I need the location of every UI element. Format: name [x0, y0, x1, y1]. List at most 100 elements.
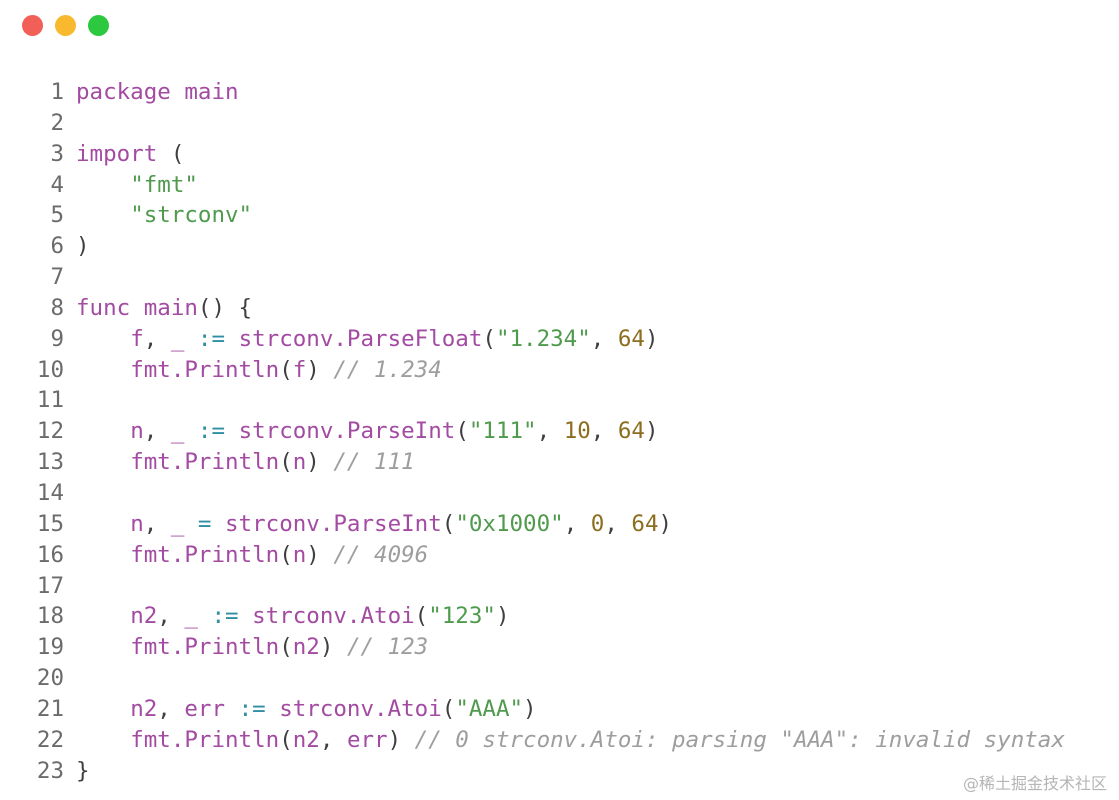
code-token-string: "fmt": [130, 171, 198, 198]
code-line: 5 "strconv": [0, 200, 1119, 231]
code-token-punctuation: (: [157, 140, 185, 167]
code-token-identifier: f: [292, 356, 307, 383]
zoom-button[interactable]: [88, 15, 109, 36]
code-line: 4 "fmt": [0, 170, 1119, 201]
line-number: 14: [36, 479, 64, 506]
code-token-punctuation: [76, 172, 130, 198]
code-line: 19 fmt.Println(n2) // 123: [0, 632, 1119, 663]
code-line-content: "strconv": [64, 200, 252, 231]
line-number: 11: [36, 387, 64, 414]
line-number: 22: [36, 726, 64, 753]
code-token-identifier: fmt.Println: [130, 634, 280, 661]
code-token-punctuation: [171, 79, 185, 105]
code-token-comment: // 1.234: [333, 356, 442, 383]
code-token-identifier: _: [184, 603, 198, 630]
code-line: 17: [0, 571, 1119, 602]
code-token-identifier: n2: [130, 695, 158, 722]
code-token-identifier: fmt.Println: [130, 356, 280, 383]
code-token-punctuation: (: [441, 510, 456, 537]
code-token-identifier: main: [184, 79, 239, 105]
code-token-operator: :=: [238, 695, 266, 722]
code-token-identifier: n2: [130, 603, 158, 630]
code-token-punctuation: (: [279, 541, 293, 568]
close-button[interactable]: [22, 15, 43, 36]
code-token-comment: // 123: [346, 634, 429, 661]
code-token-punctuation: ,: [563, 510, 591, 537]
code-line-content: }: [64, 756, 90, 787]
code-line: 15 n, _ = strconv.ParseInt("0x1000", 0, …: [0, 509, 1119, 540]
code-token-identifier: err: [184, 695, 226, 722]
code-token-number: 64: [617, 325, 645, 352]
code-line-content: fmt.Println(n2, err) // 0 strconv.Atoi: …: [64, 725, 1065, 756]
code-line-content: ): [64, 231, 90, 262]
line-number: 20: [36, 665, 64, 692]
line-number: 10: [36, 356, 64, 383]
code-token-punctuation: ,: [143, 510, 171, 537]
code-token-punctuation: ,: [143, 418, 171, 445]
code-line-content: package main: [64, 77, 239, 108]
line-number: 4: [50, 171, 64, 198]
code-line-content: fmt.Println(n) // 4096: [64, 540, 428, 571]
window-controls: [22, 15, 109, 36]
code-token-punctuation: [225, 418, 239, 444]
code-line-content: n2, err := strconv.Atoi("AAA"): [64, 694, 537, 725]
code-token-identifier: import: [76, 140, 158, 167]
code-token-punctuation: ,: [590, 418, 618, 445]
line-number: 13: [36, 449, 64, 476]
code-token-punctuation: [184, 418, 198, 444]
code-line-content: f, _ := strconv.ParseFloat("1.234", 64): [64, 324, 658, 355]
code-token-punctuation: ): [523, 695, 537, 722]
code-token-punctuation: ,: [604, 510, 632, 537]
line-number: 8: [50, 294, 64, 321]
code-line: 22 fmt.Println(n2, err) // 0 strconv.Ato…: [0, 725, 1119, 756]
code-token-identifier: strconv.ParseInt: [238, 418, 456, 445]
code-token-punctuation: [76, 542, 130, 568]
code-token-punctuation: [76, 326, 130, 352]
code-token-identifier: _: [170, 510, 185, 537]
code-token-punctuation: (: [279, 356, 293, 383]
code-token-punctuation: ,: [143, 325, 171, 352]
code-line: 7: [0, 262, 1119, 293]
code-token-punctuation: ): [495, 603, 510, 630]
code-token-identifier: strconv.Atoi: [252, 603, 415, 630]
code-token-punctuation: ,: [157, 695, 185, 722]
code-token-punctuation: ): [319, 634, 347, 661]
code-line-content: fmt.Println(n2) // 123: [64, 632, 428, 663]
code-token-identifier: strconv.Atoi: [279, 695, 442, 722]
code-token-punctuation: ,: [590, 325, 618, 352]
code-line: 20: [0, 663, 1119, 694]
code-token-punctuation: [76, 357, 130, 383]
code-token-punctuation: [76, 449, 130, 475]
code-line-content: import (: [64, 139, 184, 170]
watermark: @稀土掘金技术社区: [962, 774, 1107, 793]
code-line: 11: [0, 385, 1119, 416]
line-number: 6: [50, 233, 64, 260]
code-token-identifier: n: [130, 510, 144, 537]
line-number: 18: [36, 603, 64, 630]
code-token-punctuation: [211, 511, 225, 537]
code-token-string: "AAA": [455, 695, 524, 722]
minimize-button[interactable]: [55, 15, 76, 36]
code-token-identifier: _: [170, 418, 185, 445]
code-token-punctuation: [76, 634, 130, 660]
line-number: 9: [50, 325, 64, 352]
code-token-identifier: n: [292, 449, 307, 476]
code-token-punctuation: [225, 696, 239, 722]
code-line-content: fmt.Println(n) // 111: [64, 447, 414, 478]
code-token-identifier: n2: [292, 634, 320, 661]
code-token-punctuation: ): [76, 233, 90, 260]
line-number: 3: [50, 140, 64, 167]
code-line-content: "fmt": [64, 170, 198, 201]
code-token-identifier: fmt.Println: [130, 541, 280, 568]
code-token-punctuation: [76, 418, 130, 444]
code-token-comment: // 4096: [333, 541, 429, 568]
code-line-content: n, _ := strconv.ParseInt("111", 10, 64): [64, 416, 658, 447]
code-token-identifier: fmt.Println: [130, 726, 280, 753]
line-number: 15: [36, 510, 64, 537]
code-token-comment: // 0 strconv.Atoi: parsing "AAA": invali…: [414, 726, 1065, 753]
code-token-string: "111": [468, 418, 537, 445]
code-token-identifier: err: [346, 726, 388, 753]
code-token-number: 0: [590, 510, 605, 537]
line-number: 7: [50, 264, 64, 291]
